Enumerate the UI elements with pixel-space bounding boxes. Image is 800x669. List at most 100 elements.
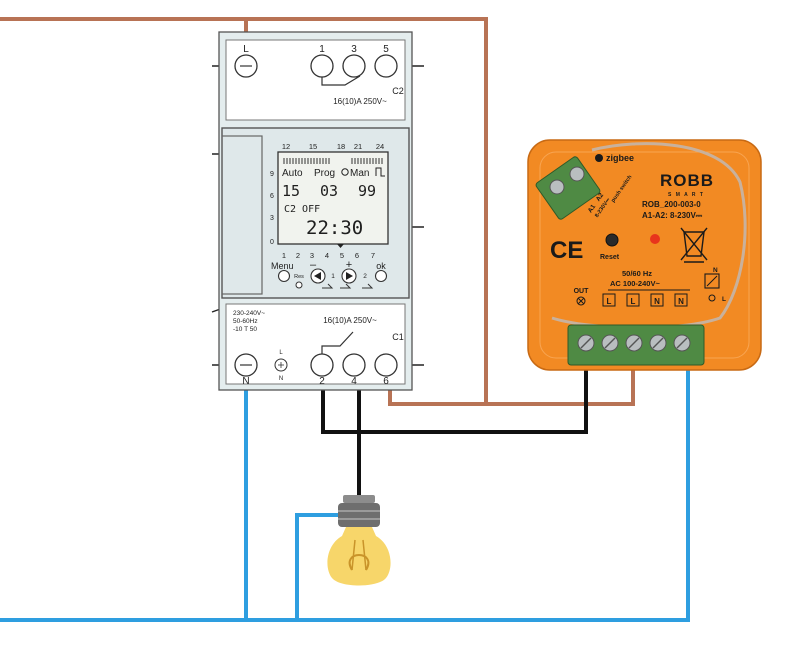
relay-symbol-icon xyxy=(704,273,720,289)
top-terminal-label: 1 xyxy=(319,44,325,55)
bulb-socket-top xyxy=(343,495,375,503)
l-label: L xyxy=(722,296,726,303)
input-screw[interactable] xyxy=(569,166,585,182)
bottom-contact-label: C1 xyxy=(392,332,404,342)
day-number: 7 xyxy=(371,251,375,260)
blue-wire-to-bulb xyxy=(295,513,345,620)
right-arrow-icon xyxy=(346,272,353,280)
input-screw[interactable] xyxy=(549,179,565,195)
hour-tick: 15 xyxy=(309,142,317,151)
pulse-icon xyxy=(375,167,385,177)
n-label: N xyxy=(713,267,718,274)
out-label: OUT xyxy=(574,288,590,295)
channel-status: C2 OFF xyxy=(284,204,320,215)
bulb-glass xyxy=(327,527,391,586)
terminal-screw-3[interactable] xyxy=(342,54,366,78)
din-rail-timer: L 1 3 5 16(10)A 250V~ C2 12 15 18 21 24 … xyxy=(218,31,413,391)
out-lamp-icon xyxy=(576,296,586,306)
bottom-term-label: N xyxy=(678,297,684,306)
ac-label: AC 100-240V~ xyxy=(610,279,660,288)
day-indicator-arrow xyxy=(337,244,344,248)
brand-logo: ROBB xyxy=(660,171,714,190)
zigbee-logo-icon xyxy=(595,154,603,162)
button-two-label: 2 xyxy=(363,273,367,280)
top-rating-label: 16(10)A 250V~ xyxy=(333,97,387,106)
day-number: 2 xyxy=(296,251,300,260)
bottom-rating-label: 16(10)A 250V~ xyxy=(323,316,377,325)
bottom-terminal-label: N xyxy=(242,376,249,387)
side-tick: 3 xyxy=(270,215,274,222)
model-label: ROB_200-003-0 xyxy=(642,200,701,209)
mode-auto: Auto xyxy=(282,168,303,179)
zigbee-relay-module: A1 A2 8-230V⎓ push switch zigbee ROBB S … xyxy=(527,139,762,371)
ok-label: ok xyxy=(376,261,386,271)
button-link-arrows xyxy=(322,283,374,289)
minus-label: – xyxy=(310,259,317,271)
left-arrow-icon xyxy=(314,272,321,280)
menu-button[interactable] xyxy=(277,269,291,283)
terminal-screw-5[interactable] xyxy=(374,54,398,78)
weee-bin-icon xyxy=(680,227,708,263)
black-wire-to-out xyxy=(321,342,588,434)
hour-tick: 12 xyxy=(282,142,290,151)
c1-contact-symbol xyxy=(321,331,354,354)
side-a1-label: A1 xyxy=(587,203,598,214)
spec-line: 230-240V~ xyxy=(233,310,265,317)
blue-neutral-wire xyxy=(0,342,690,622)
freq-label: 50/60 Hz xyxy=(622,269,652,278)
spec-line: -10 T 50 xyxy=(233,326,257,333)
a1a2-label: A1-A2: 8-230V⎓ xyxy=(642,211,703,220)
top-contact-label: C2 xyxy=(392,86,404,96)
top-terminal-label: L xyxy=(243,44,249,55)
terminal-screw-4[interactable] xyxy=(342,353,366,377)
reset-label: Reset xyxy=(600,254,620,261)
timer-top-panel xyxy=(225,39,406,121)
bottom-term-label: N xyxy=(654,297,660,306)
day-number: 1 xyxy=(282,251,286,260)
lcd-bargraph xyxy=(283,158,383,164)
side-tick: 0 xyxy=(270,239,274,246)
hour-tick: 24 xyxy=(376,142,384,151)
side-tick: 9 xyxy=(270,171,274,178)
lcd-digits-c: 99 xyxy=(358,182,376,200)
day-number: 5 xyxy=(340,251,344,260)
earth-l-label: L xyxy=(279,350,283,356)
bottom-terminal-label: 6 xyxy=(383,376,389,387)
status-led xyxy=(650,234,660,244)
terminal-screw-2[interactable] xyxy=(310,353,334,377)
bottom-terminal-label: 4 xyxy=(351,376,357,387)
day-number: 4 xyxy=(325,251,329,260)
black-switched-wire xyxy=(321,342,588,496)
hour-tick: 21 xyxy=(354,142,362,151)
top-terminal-label: 3 xyxy=(351,44,357,55)
output-symbol-icon xyxy=(708,294,716,302)
earth-n-label: N xyxy=(279,376,283,382)
light-bulb xyxy=(327,495,391,586)
terminal-screw-1[interactable] xyxy=(310,54,334,78)
brown-wire-top-run xyxy=(0,17,488,404)
terminal-screw-6[interactable] xyxy=(374,353,398,377)
day-number: 6 xyxy=(355,251,359,260)
blue-wire-bottom-run xyxy=(0,342,690,622)
bottom-term-label: L xyxy=(607,297,612,306)
reset-button[interactable] xyxy=(605,233,619,247)
ok-button[interactable] xyxy=(374,269,388,283)
lcd-digits-b: 03 xyxy=(320,182,338,200)
plus-label: + xyxy=(346,259,352,271)
timer-lcd xyxy=(277,151,389,245)
brown-wire-to-module xyxy=(388,342,635,406)
zigbee-logo-text: zigbee xyxy=(606,153,634,163)
reset-button[interactable] xyxy=(295,281,303,289)
res-label: Res xyxy=(294,274,304,280)
hour-tick: 18 xyxy=(337,142,345,151)
bottom-term-label: L xyxy=(631,297,636,306)
c2-contact-symbol xyxy=(321,75,361,86)
menu-label: Menu xyxy=(271,261,294,271)
lcd-clock: 22:30 xyxy=(306,217,363,239)
button-one-label: 1 xyxy=(331,273,335,280)
ce-mark: CE xyxy=(550,237,583,264)
lcd-digits-a: 15 xyxy=(282,182,300,200)
clock-icon xyxy=(341,168,349,176)
spec-line: 50-60Hz xyxy=(233,318,258,325)
